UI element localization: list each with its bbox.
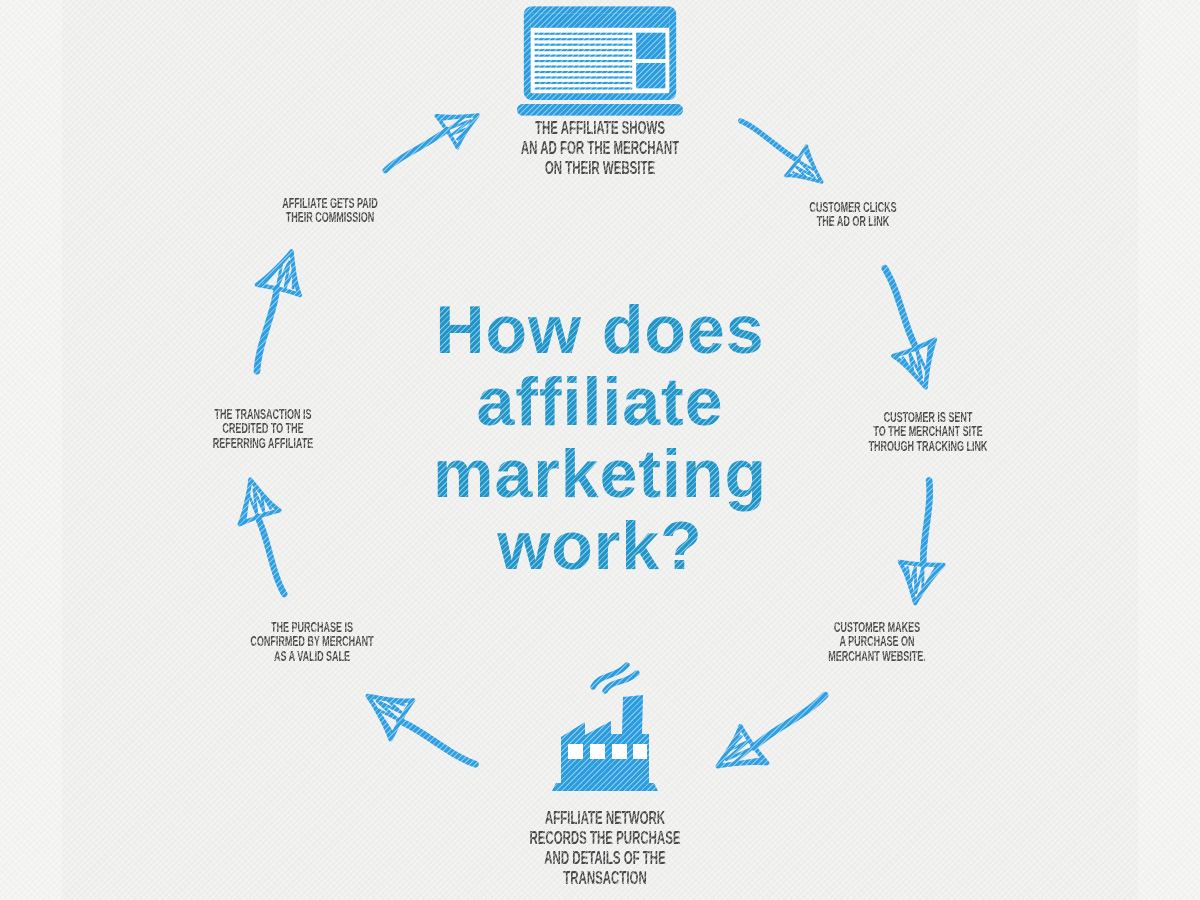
step-label-line: RECORDS THE PURCHASE (529, 827, 681, 848)
step-label: CUSTOMER MAKES A PURCHASE ON MERCHANT WE… (809, 620, 945, 665)
step-customer-clicks: CUSTOMER CLICKS THE AD OR LINK (743, 201, 963, 230)
step-transaction-credited: THE TRANSACTION IS CREDITED TO THE REFER… (153, 407, 373, 452)
step-label-line: AS A VALID SALE (273, 648, 351, 665)
step-label-line: CUSTOMER CLICKS (809, 200, 897, 216)
right-margin-strip (1138, 0, 1200, 900)
step-label-line: THEIR COMMISSION (285, 210, 375, 227)
step-label: AFFILIATE NETWORK RECORDS THE PURCHASE A… (503, 808, 708, 888)
step-purchase-confirmed: THE PURCHASE IS CONFIRMED BY MERCHANT AS… (202, 620, 422, 665)
step-label-line: CONFIRMED BY MERCHANT (250, 634, 374, 651)
step-label-line: AFFILIATE GETS PAID (282, 196, 378, 212)
step-label-line: MERCHANT WEBSITE. (828, 648, 926, 665)
step-label-line: CUSTOMER MAKES (833, 620, 921, 636)
step-label-line: ON THEIR WEBSITE (544, 157, 656, 178)
laptop-browser-icon (517, 6, 683, 116)
step-label: THE AFFILIATE SHOWS AN AD FOR THE MERCHA… (495, 118, 706, 178)
step-label-line: THROUGH TRACKING LINK (868, 438, 988, 455)
page-title: How does affiliate marketing work? (0, 294, 1200, 582)
step-label-line: TRANSACTION (563, 867, 647, 888)
step-label-line: THE AFFILIATE SHOWS (535, 117, 665, 138)
title-line: affiliate (476, 364, 724, 440)
step-label-line: CUSTOMER IS SENT (883, 410, 973, 426)
step-customer-sent: CUSTOMER IS SENT TO THE MERCHANT SITE TH… (818, 410, 1038, 455)
step-label-line: THE PURCHASE IS (271, 620, 353, 636)
step-label: CUSTOMER IS SENT TO THE MERCHANT SITE TH… (860, 410, 996, 455)
step-label-line: CREDITED TO THE (222, 421, 304, 438)
left-margin-strip (0, 0, 62, 900)
step-label-line: REFERRING AFFILIATE (212, 435, 314, 452)
step-label-line: THE AD OR LINK (816, 214, 890, 231)
step-label-line: A PURCHASE ON (839, 634, 915, 651)
step-label: THE PURCHASE IS CONFIRMED BY MERCHANT AS… (244, 620, 380, 665)
step-label: AFFILIATE GETS PAID THEIR COMMISSION (262, 197, 398, 226)
title-line: marketing (433, 436, 767, 512)
step-label-line: AFFILIATE NETWORK (544, 807, 666, 828)
step-label-line: AN AD FOR THE MERCHANT (520, 137, 680, 158)
step-label: CUSTOMER CLICKS THE AD OR LINK (785, 201, 921, 230)
step-label-line: AND DETAILS OF THE (544, 847, 666, 868)
title-line: How does (435, 292, 765, 368)
step-label: THE TRANSACTION IS CREDITED TO THE REFER… (195, 407, 331, 452)
title-line: work? (497, 508, 703, 584)
factory-icon (549, 661, 661, 793)
step-label-line: THE TRANSACTION IS (214, 407, 312, 423)
step-customer-purchase: CUSTOMER MAKES A PURCHASE ON MERCHANT WE… (767, 620, 987, 665)
step-affiliate-paid: AFFILIATE GETS PAID THEIR COMMISSION (220, 197, 440, 226)
step-affiliate-shows-ad: THE AFFILIATE SHOWS AN AD FOR THE MERCHA… (430, 6, 770, 178)
step-label-line: TO THE MERCHANT SITE (873, 424, 983, 441)
step-network-records: AFFILIATE NETWORK RECORDS THE PURCHASE A… (440, 661, 770, 888)
